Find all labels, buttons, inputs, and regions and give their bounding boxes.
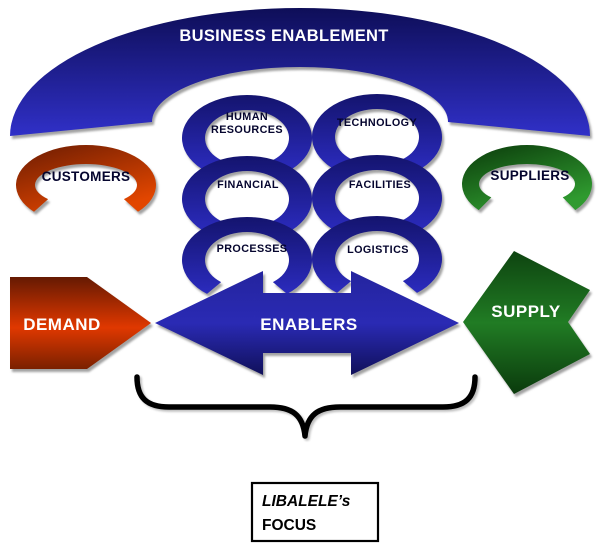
processes-label: PROCESSES	[217, 243, 288, 255]
facilities-label: FACILITIES	[349, 179, 411, 191]
customers-ring	[16, 145, 157, 212]
suppliers-label: SUPPLIERS	[490, 168, 569, 183]
enablers-arrow	[155, 271, 459, 375]
focus-box-line1: LIBALELE’s	[262, 493, 351, 510]
customers-label: CUSTOMERS	[42, 169, 131, 184]
supply-arrow	[463, 251, 590, 394]
focus-box	[250, 481, 380, 543]
business-enablement-arch	[10, 8, 590, 136]
technology-label: TECHNOLOGY	[337, 117, 418, 129]
logistics-ring	[312, 216, 443, 293]
demand-label: DEMAND	[23, 315, 101, 334]
enablers-label: ENABLERS	[260, 315, 358, 334]
technology-ring	[312, 94, 443, 171]
human-resources-label-line2: RESOURCES	[211, 124, 283, 136]
human-resources-label-line1: HUMAN	[226, 111, 268, 123]
processes-ring	[182, 217, 312, 294]
business-enablement-label: BUSINESS ENABLEMENT	[179, 27, 388, 45]
financial-ring	[182, 156, 312, 233]
focus-box-line2: FOCUS	[262, 517, 316, 534]
financial-label: FINANCIAL	[217, 179, 279, 191]
supply-label: SUPPLY	[491, 302, 561, 321]
demand-arrow	[10, 277, 151, 369]
suppliers-ring	[462, 145, 593, 211]
facilities-ring	[312, 155, 443, 232]
logistics-label: LOGISTICS	[347, 244, 409, 256]
focus-brace	[134, 374, 478, 439]
human-resources-ring	[182, 95, 313, 172]
